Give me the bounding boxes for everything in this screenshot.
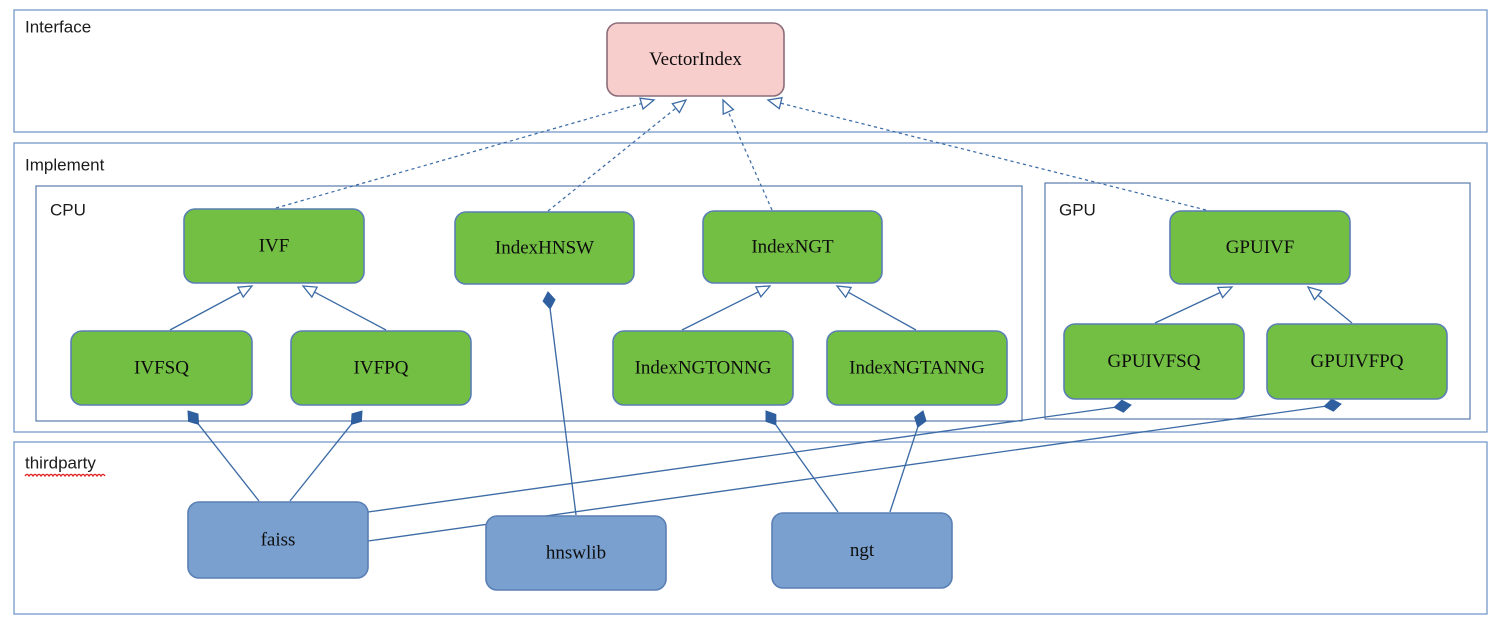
composition-diamond-e-hnswlib-indexhnsw xyxy=(542,291,556,310)
edge-line-e-ngtanng-indexngt xyxy=(848,291,917,331)
node-gpuivf[interactable]: GPUIVF xyxy=(1169,210,1351,285)
edge-e-indexhnsw-vectorindex xyxy=(547,98,688,212)
node-label-ivfsq: IVFSQ xyxy=(134,357,189,378)
edge-e-ngtanng-indexngt xyxy=(835,285,917,331)
node-box-ivfpq[interactable] xyxy=(290,330,472,406)
node-indexngtonng[interactable]: IndexNGTONNG xyxy=(612,330,794,406)
node-box-indexhnsw[interactable] xyxy=(454,211,635,285)
edge-line-e-faiss-ivfpq xyxy=(289,423,352,502)
node-gpuivfpq[interactable]: GPUIVFPQ xyxy=(1266,323,1448,400)
node-label-ivfpq: IVFPQ xyxy=(354,357,409,378)
inheritance-arrowhead-e-gpuivf-vectorindex xyxy=(766,96,783,110)
node-box-faiss[interactable] xyxy=(187,501,369,579)
node-box-indexngtonng[interactable] xyxy=(612,330,794,406)
node-box-hnswlib[interactable] xyxy=(485,515,667,591)
node-ivf[interactable]: IVF xyxy=(183,208,365,284)
node-label-ngt: ngt xyxy=(850,540,875,561)
edge-e-gpuivf-vectorindex xyxy=(766,96,1207,211)
edge-line-e-ngt-indexngtonng xyxy=(775,424,839,513)
node-box-vectorindex[interactable] xyxy=(606,22,785,97)
edge-e-hnswlib-indexhnsw xyxy=(542,291,577,516)
edge-line-e-indexhnsw-vectorindex xyxy=(547,107,677,212)
composition-diamond-e-faiss-ivfpq xyxy=(350,410,363,425)
container-label-interface: Interface xyxy=(25,17,91,36)
inheritance-arrowhead-e-gpuivfpq-gpuivf xyxy=(1306,285,1323,301)
edge-e-faiss-ivfpq xyxy=(289,410,363,502)
node-ngt[interactable]: ngt xyxy=(771,512,953,589)
inheritance-arrowhead-e-ivf-vectorindex xyxy=(639,97,656,111)
node-label-gpuivfpq: GPUIVFPQ xyxy=(1311,351,1404,372)
edge-e-ivf-vectorindex xyxy=(275,97,656,209)
inheritance-arrowhead-e-ngtanng-indexngt xyxy=(835,285,853,299)
edge-e-ivfsq-ivf xyxy=(169,285,254,331)
node-box-ngt[interactable] xyxy=(771,512,953,589)
edge-line-e-ivfsq-ivf xyxy=(169,291,241,331)
node-faiss[interactable]: faiss xyxy=(187,501,369,579)
edge-e-faiss-ivfsq xyxy=(187,410,260,502)
node-label-indexhnsw: IndexHNSW xyxy=(495,237,594,258)
node-label-ivf: IVF xyxy=(259,235,290,256)
edge-line-e-ngt-indexngtanng xyxy=(889,426,919,513)
inheritance-arrowhead-e-indexngt-vectorindex xyxy=(722,98,735,116)
edge-line-e-ivf-vectorindex xyxy=(275,102,642,209)
composition-diamond-e-ngt-indexngtanng xyxy=(914,410,927,428)
node-gpuivfsq[interactable]: GPUIVFSQ xyxy=(1063,323,1245,400)
node-vectorindex[interactable]: VectorIndex xyxy=(606,22,785,97)
node-box-gpuivfsq[interactable] xyxy=(1063,323,1245,400)
node-label-indexngtonng: IndexNGTONNG xyxy=(635,357,772,378)
edge-e-indexngt-vectorindex xyxy=(722,98,773,211)
node-label-gpuivfsq: GPUIVFSQ xyxy=(1108,351,1201,372)
edge-line-e-faiss-gpuivfsq xyxy=(367,406,1115,513)
edge-e-ngt-indexngtanng xyxy=(889,410,927,513)
edge-e-gpuivfsq-gpuivf xyxy=(1154,286,1234,324)
node-label-hnswlib: hnswlib xyxy=(546,542,606,563)
node-label-indexngt: IndexNGT xyxy=(751,236,834,257)
composition-diamond-e-ngt-indexngtonng xyxy=(765,410,777,426)
inheritance-arrowhead-e-ivfsq-ivf xyxy=(236,285,254,299)
node-hnswlib[interactable]: hnswlib xyxy=(485,515,667,591)
edge-e-ngt-indexngtonng xyxy=(765,410,839,513)
edge-line-e-ngtonng-indexngt xyxy=(681,291,759,331)
container-label-thirdparty: thirdparty xyxy=(25,453,96,472)
node-label-vectorindex: VectorIndex xyxy=(649,49,742,70)
inheritance-arrowhead-e-gpuivfsq-gpuivf xyxy=(1216,286,1234,299)
node-indexhnsw[interactable]: IndexHNSW xyxy=(454,211,635,285)
edge-line-e-indexngt-vectorindex xyxy=(727,111,773,211)
node-box-indexngtanng[interactable] xyxy=(826,330,1008,406)
container-label-cpu: CPU xyxy=(50,200,86,219)
node-label-gpuivf: GPUIVF xyxy=(1226,237,1295,258)
node-label-indexngtanng: IndexNGTANNG xyxy=(849,357,985,378)
edge-line-e-gpuivfpq-gpuivf xyxy=(1317,294,1353,324)
node-label-faiss: faiss xyxy=(261,529,296,550)
inheritance-arrowhead-e-indexhnsw-vectorindex xyxy=(671,98,688,114)
edge-e-ngtonng-indexngt xyxy=(681,285,772,331)
edge-e-ivfpq-ivf xyxy=(301,285,387,331)
node-box-ivf[interactable] xyxy=(183,208,365,284)
edge-line-e-gpuivfsq-gpuivf xyxy=(1154,291,1221,324)
composition-diamond-e-faiss-ivfsq xyxy=(187,410,200,426)
composition-diamond-e-faiss-gpuivfsq xyxy=(1113,399,1132,413)
edge-line-e-gpuivf-vectorindex xyxy=(780,102,1207,211)
inheritance-arrowhead-e-ngtonng-indexngt xyxy=(754,285,772,298)
node-box-indexngt[interactable] xyxy=(702,210,883,284)
edge-e-faiss-gpuivfsq xyxy=(367,399,1132,513)
node-box-gpuivf[interactable] xyxy=(1169,210,1351,285)
edge-e-gpuivfpq-gpuivf xyxy=(1306,285,1353,324)
edge-line-e-faiss-ivfsq xyxy=(197,423,260,502)
node-indexngtanng[interactable]: IndexNGTANNG xyxy=(826,330,1008,406)
node-ivfsq[interactable]: IVFSQ xyxy=(70,330,253,406)
node-box-ivfsq[interactable] xyxy=(70,330,253,406)
edge-line-e-hnswlib-indexhnsw xyxy=(549,308,577,516)
container-label-implement: Implement xyxy=(25,155,105,174)
composition-diamond-e-faiss-gpuivfpq xyxy=(1323,398,1342,412)
node-indexngt[interactable]: IndexNGT xyxy=(702,210,883,284)
edge-line-e-ivfpq-ivf xyxy=(314,291,387,331)
node-ivfpq[interactable]: IVFPQ xyxy=(290,330,472,406)
inheritance-arrowhead-e-ivfpq-ivf xyxy=(301,285,319,299)
node-box-gpuivfpq[interactable] xyxy=(1266,323,1448,400)
container-label-gpu: GPU xyxy=(1059,200,1096,219)
spellcheck-underline-thirdparty xyxy=(24,473,106,478)
